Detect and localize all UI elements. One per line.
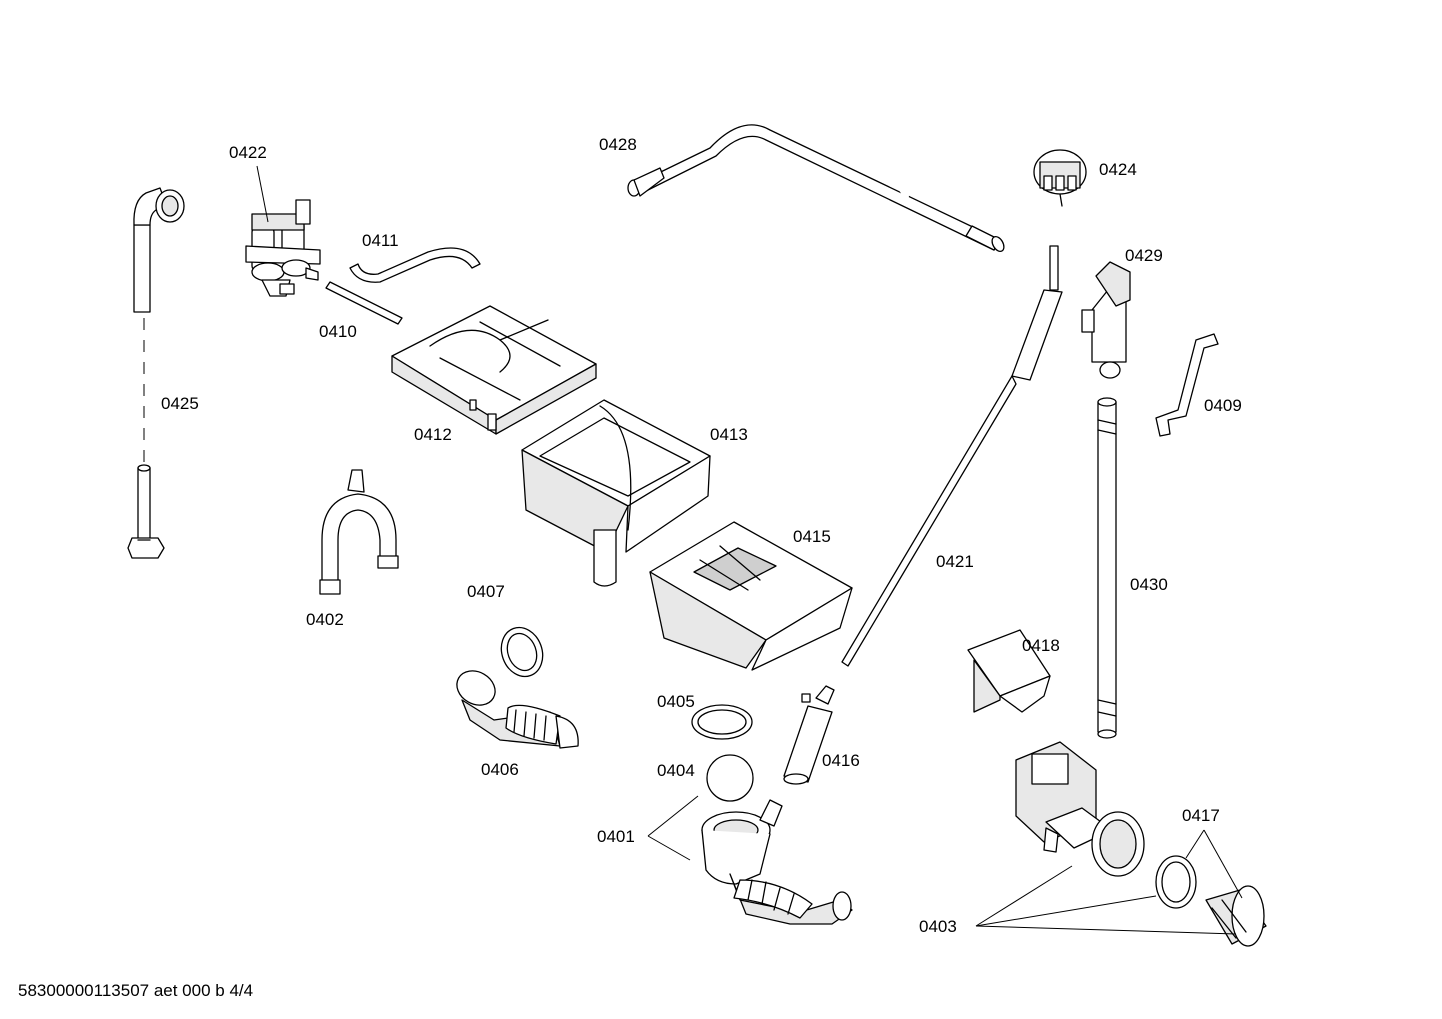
part-0430-corrugated-hose	[1097, 397, 1117, 739]
label-0407: 0407	[467, 582, 505, 601]
part-0401-sump-hose	[701, 799, 853, 925]
part-0418-bracket	[967, 629, 1051, 713]
part-0406-bellows-hose	[456, 670, 579, 749]
leader-0417-b	[1203, 829, 1243, 899]
label-0404: 0404	[657, 761, 695, 780]
part-0402-u-hose	[319, 469, 399, 595]
part-0417-filter	[1205, 885, 1267, 947]
label-0429: 0429	[1125, 246, 1163, 265]
part-0425-inlet-hose	[127, 187, 185, 559]
part-0422-inlet-valve	[245, 199, 321, 297]
leader-0401-b	[647, 835, 691, 861]
leader-0417-a	[1185, 829, 1205, 859]
part-0417-seal	[1155, 855, 1197, 909]
label-0421: 0421	[936, 552, 974, 571]
label-0411: 0411	[362, 231, 399, 250]
label-0428: 0428	[599, 135, 637, 154]
label-0412: 0412	[414, 425, 452, 444]
label-0410: 0410	[319, 322, 357, 341]
part-0403-drain-pump	[1015, 741, 1145, 877]
label-0416: 0416	[822, 751, 860, 770]
label-0406: 0406	[481, 760, 519, 779]
part-0409-bent-tube	[1155, 333, 1219, 437]
label-0401: 0401	[597, 827, 635, 846]
label-0425: 0425	[161, 394, 199, 413]
label-0422: 0422	[229, 143, 267, 162]
part-0412-dispenser-frame	[391, 305, 597, 435]
part-0424-pressure-switch	[1033, 149, 1087, 207]
label-0413: 0413	[710, 425, 748, 444]
label-0424: 0424	[1099, 160, 1137, 179]
part-0429-air-trap	[1081, 261, 1131, 379]
part-0416-pressure-chamber	[783, 685, 835, 785]
label-0430: 0430	[1130, 575, 1168, 594]
part-0405-ring	[691, 704, 753, 740]
part-0421-pressure-hose	[841, 245, 1063, 667]
part-0428-long-tube	[627, 124, 1005, 253]
leader-0403-a	[975, 865, 1073, 927]
document-code: 58300000113507 aet 000 b 4/4	[18, 981, 254, 1000]
part-0410-tube	[325, 281, 403, 325]
part-0411-hose	[349, 247, 481, 283]
label-0403: 0403	[919, 917, 957, 936]
part-0413-drawer-housing	[521, 399, 711, 587]
label-0418: 0418	[1022, 636, 1060, 655]
label-0405: 0405	[657, 692, 695, 711]
leader-0403-b	[975, 895, 1157, 927]
part-0407-seal-ring	[500, 626, 544, 678]
leader-0403-c	[975, 925, 1237, 935]
label-0417: 0417	[1182, 806, 1220, 825]
leader-0401-a	[647, 795, 699, 837]
label-0409: 0409	[1204, 396, 1242, 415]
label-0402: 0402	[306, 610, 344, 629]
label-0415: 0415	[793, 527, 831, 546]
leader-0422	[256, 165, 269, 223]
part-0404-ball	[706, 754, 754, 802]
part-0415-drawer	[649, 521, 853, 671]
